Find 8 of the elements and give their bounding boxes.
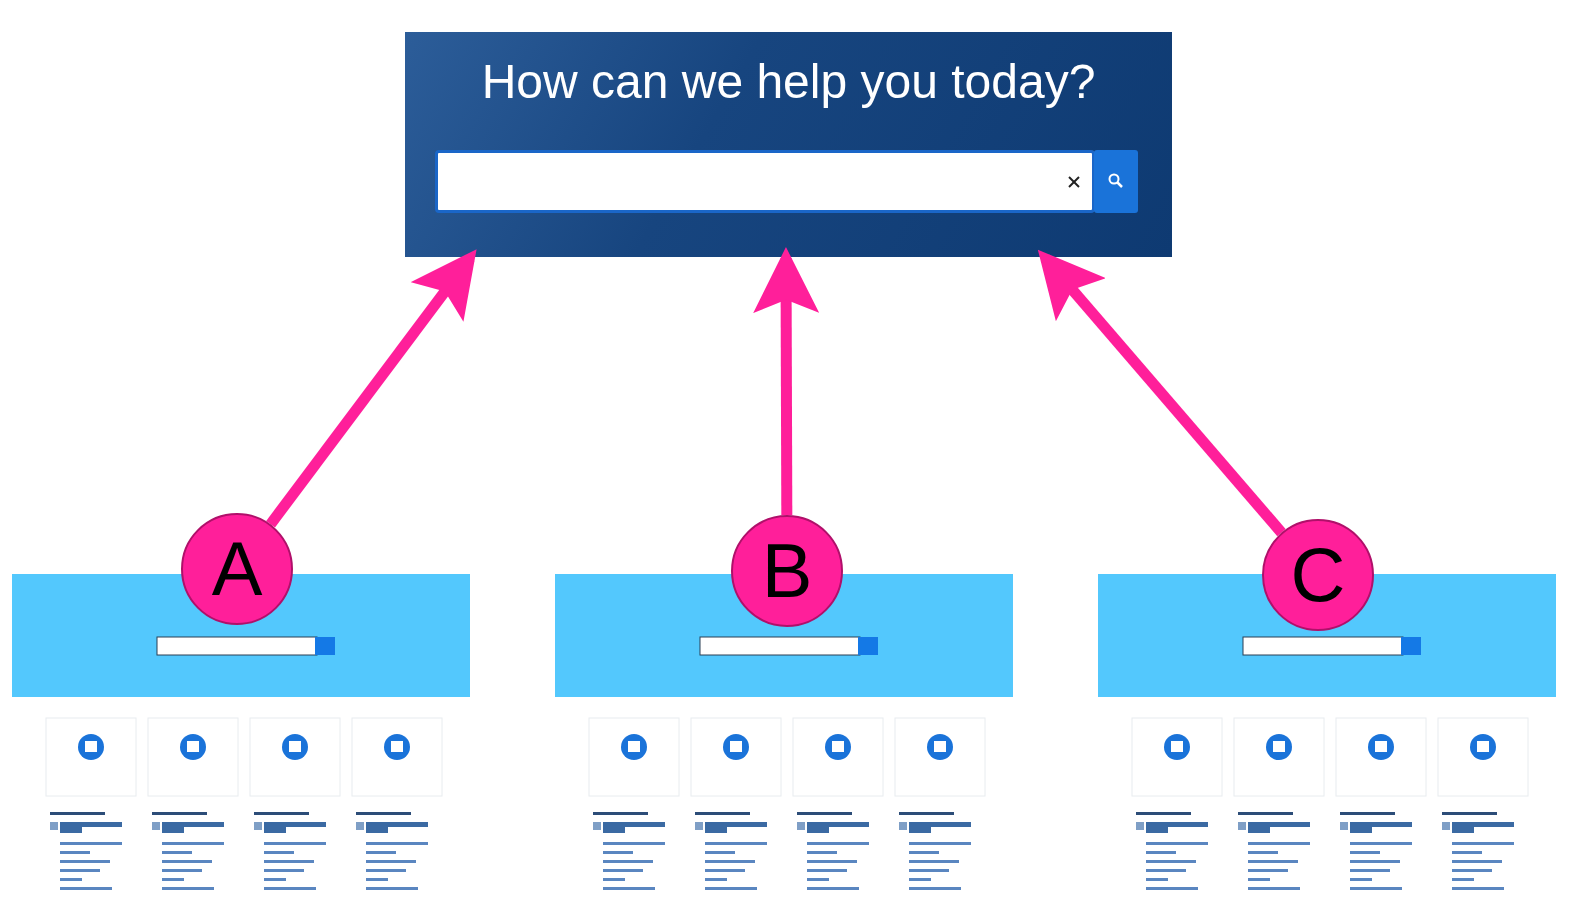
callout-letter: B <box>761 531 813 611</box>
arrow <box>266 249 477 528</box>
arrow <box>753 247 820 515</box>
callout-letter: A <box>211 529 263 609</box>
banner-heading: How can we help you today? <box>480 54 1097 110</box>
callout-letter: C <box>1290 535 1346 615</box>
search-banner <box>405 32 1172 257</box>
arrow <box>1037 249 1286 537</box>
